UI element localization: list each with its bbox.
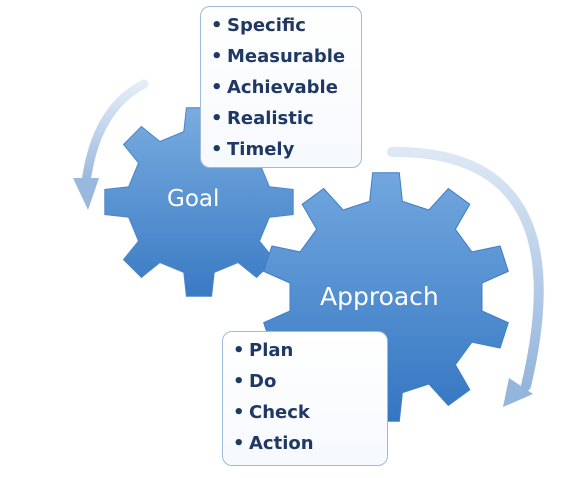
- bullet-icon: •: [233, 340, 245, 361]
- list-item: •Achievable: [211, 72, 353, 103]
- list-item: •Plan: [233, 335, 379, 366]
- list-item: •Do: [233, 366, 379, 397]
- approach-gear-label: Approach: [320, 282, 439, 311]
- goal-criteria-list: •Specific •Measurable •Achievable •Reali…: [211, 10, 353, 165]
- bullet-icon: •: [233, 371, 245, 392]
- goal-criteria-box: •Specific •Measurable •Achievable •Reali…: [200, 6, 362, 168]
- list-item: •Check: [233, 397, 379, 428]
- approach-steps-list: •Plan •Do •Check •Action: [233, 335, 379, 459]
- bullet-icon: •: [211, 139, 223, 160]
- left-cycle-arrow: [73, 79, 149, 210]
- list-item: •Realistic: [211, 103, 353, 134]
- list-item: •Measurable: [211, 41, 353, 72]
- list-item: •Timely: [211, 134, 353, 165]
- bullet-icon: •: [233, 402, 245, 423]
- bullet-icon: •: [211, 108, 223, 129]
- bullet-icon: •: [211, 46, 223, 67]
- bullet-icon: •: [211, 77, 223, 98]
- right-cycle-arrow: [387, 146, 544, 407]
- list-item: •Action: [233, 428, 379, 459]
- approach-steps-box: •Plan •Do •Check •Action: [222, 331, 388, 466]
- bullet-icon: •: [233, 433, 245, 454]
- goal-gear-label: Goal: [167, 186, 220, 212]
- bullet-icon: •: [211, 15, 223, 36]
- list-item: •Specific: [211, 10, 353, 41]
